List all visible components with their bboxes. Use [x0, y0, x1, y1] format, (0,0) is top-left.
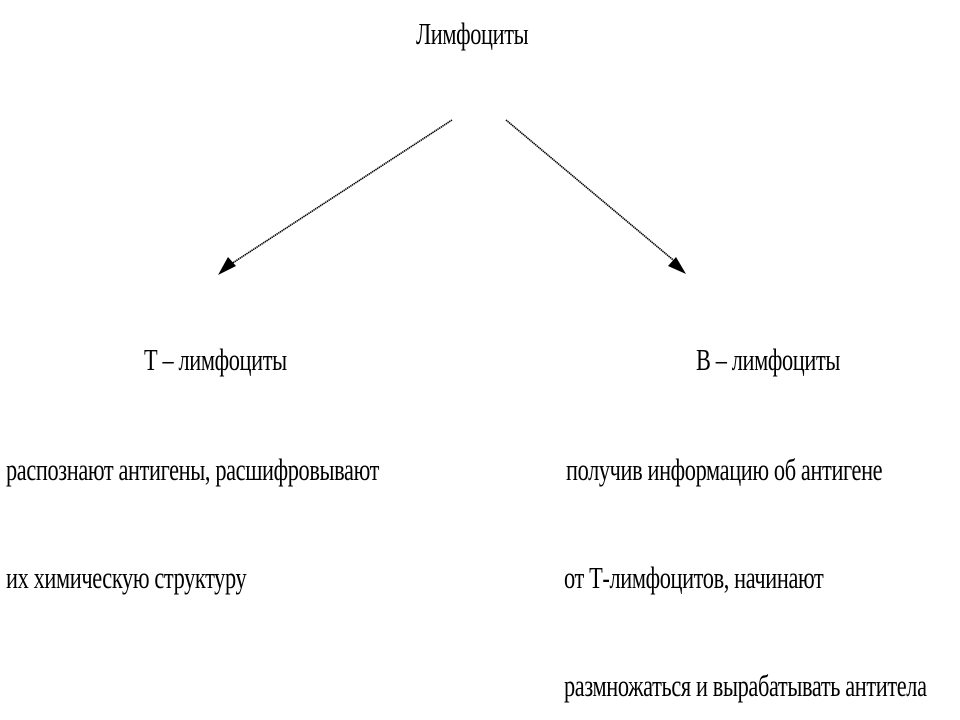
root-node-label: Лимфоциты: [416, 16, 529, 51]
arrow-to-t-lymphocytes: [218, 119, 453, 275]
t-lymphocytes-description-line: их химическую структуру: [6, 560, 247, 595]
arrow-to-b-lymphocytes: [505, 119, 686, 274]
b-lymphocytes-description-line: размножаться и вырабатывать антитела: [564, 668, 927, 703]
arrowhead-right-icon: [668, 257, 686, 274]
t-lymphocytes-title: Т – лимфоциты: [144, 342, 287, 377]
t-lymphocytes-description-line: распознают антигены, расшифровывают: [6, 452, 379, 487]
b-lymphocytes-description-line: от Т-лимфоцитов, начинают: [564, 560, 824, 595]
arrowhead-left-icon: [218, 257, 236, 275]
b-lymphocytes-title: В – лимфоциты: [696, 342, 840, 377]
b-lymphocytes-description-line: получив информацию об антигене: [566, 452, 883, 487]
